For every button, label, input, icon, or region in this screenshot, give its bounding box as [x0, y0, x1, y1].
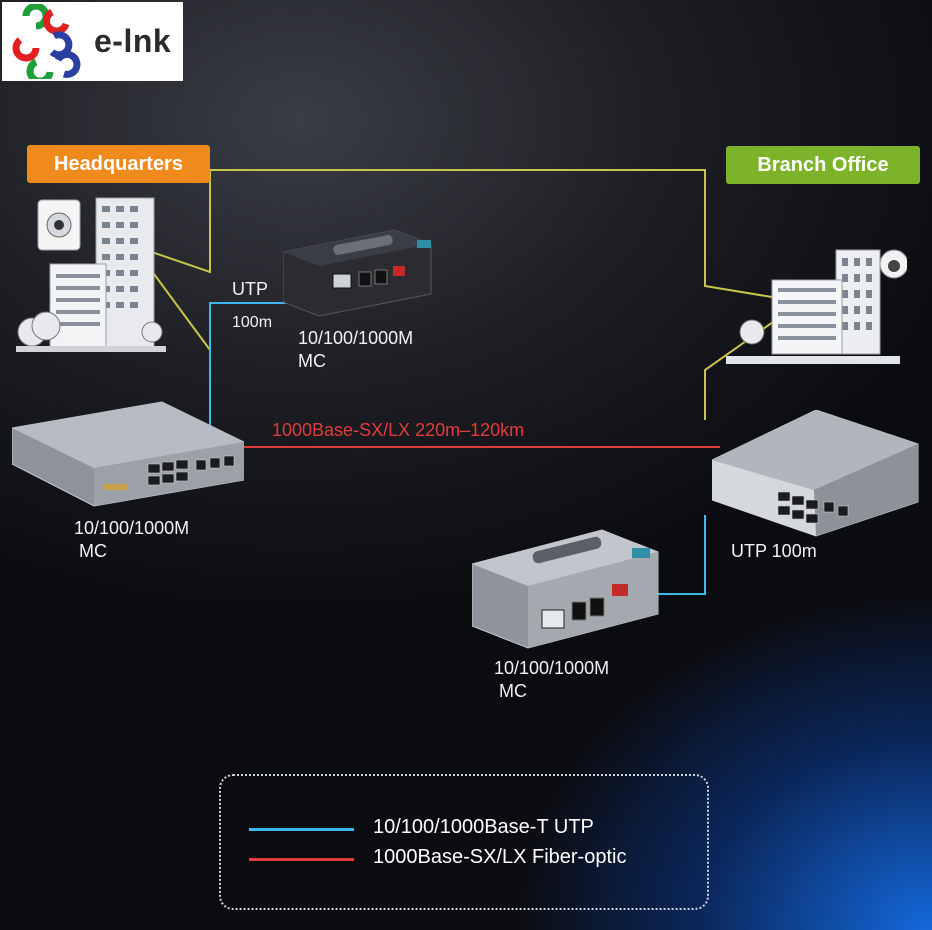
brand-name: e-lnk: [94, 23, 172, 59]
mc-left-model: 10/100/1000M: [74, 518, 190, 538]
branch-office-tag: Branch Office: [726, 146, 920, 184]
headquarters-building-icon: [16, 197, 166, 352]
branch-utp-label: UTP 100m: [731, 541, 817, 561]
media-converter-bottom-icon: [472, 529, 659, 649]
mc-bottom-model: 10/100/1000M: [494, 658, 610, 678]
legend-item-utp: 10/100/1000Base-T UTP: [221, 816, 707, 844]
mc-top-label: 10/100/1000M MC: [298, 327, 413, 373]
hq-utp-label: UTP: [232, 278, 268, 301]
mc-bottom-type: MC: [499, 681, 528, 701]
legend-fiber-label: 1000Base-SX/LX Fiber-optic: [373, 846, 627, 868]
hq-utp-distance: 100m: [232, 314, 273, 331]
mc-top-model: 10/100/1000M: [298, 328, 414, 348]
hq-utp-type: UTP: [232, 279, 268, 299]
fiber-link-label: 1000Base-SX/LX 220m–120km: [272, 420, 525, 440]
legend-item-fiber: 1000Base-SX/LX Fiber-optic: [221, 846, 707, 874]
logo-mark-icon: [12, 4, 81, 79]
legend: 10/100/1000Base-T UTP 1000Base-SX/LX Fib…: [219, 774, 709, 910]
mc-left-label: 10/100/1000M MC: [74, 517, 189, 563]
mc-bottom-label: 10/100/1000M MC: [494, 657, 609, 703]
utp-link-hq: [209, 302, 292, 430]
branch-office-building-icon: [726, 249, 907, 364]
trunk-link: [139, 169, 791, 301]
utp-link-branch: [650, 515, 706, 595]
headquarters-tag: Headquarters: [27, 145, 210, 183]
mc-left-type: MC: [79, 541, 108, 561]
media-converter-left-icon: [12, 401, 244, 507]
logo: e-lnk: [2, 2, 183, 81]
mc-top-type: MC: [298, 351, 326, 371]
utp-line-swatch: [249, 828, 354, 831]
fiber-line-swatch: [249, 858, 354, 861]
legend-utp-label: 10/100/1000Base-T UTP: [373, 816, 594, 838]
media-converter-top-icon: [283, 229, 432, 317]
branch-switch-icon: [712, 410, 919, 537]
